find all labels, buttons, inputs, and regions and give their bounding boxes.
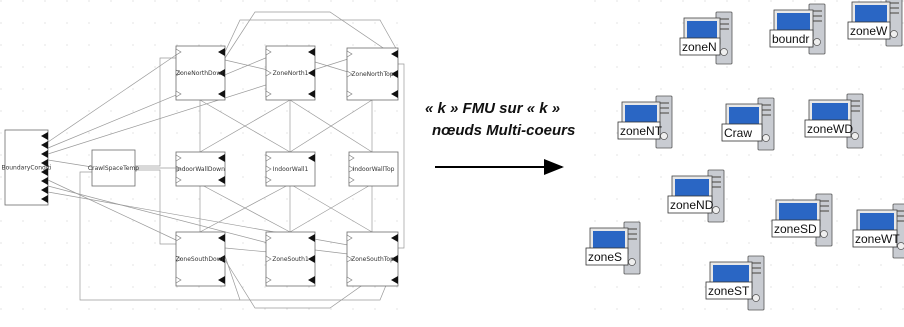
monitor-screen-icon	[779, 203, 817, 223]
computer-label: zoneWD	[807, 122, 853, 136]
output-port	[391, 70, 398, 78]
output-port	[41, 168, 48, 176]
block-iw1: IndoorWall1	[265, 151, 316, 187]
computer-label: zoneSD	[774, 222, 817, 236]
monitor-screen-icon	[675, 179, 709, 199]
monitor-screen-icon	[812, 103, 848, 123]
output-port	[308, 69, 315, 77]
output-port	[41, 186, 48, 194]
output-port	[41, 195, 48, 203]
output-port	[391, 50, 398, 58]
block-label: IndoorWallDown	[176, 166, 225, 173]
output-port	[218, 255, 225, 263]
computer-zoneWD: zoneWD	[804, 93, 864, 149]
computer-zoneWT: zoneWT	[852, 203, 904, 259]
fmu-distribution-text-line1: « k » FMU sur « k »	[425, 100, 560, 117]
computer-zoneN: zoneN	[679, 11, 733, 65]
block-zsd: ZoneSouthDown	[175, 231, 226, 287]
output-port	[391, 255, 398, 263]
block-label: BoundaryConditi	[1, 165, 51, 172]
output-port	[218, 154, 225, 162]
block-zst: ZoneSouthTop	[346, 231, 399, 287]
block-zs1: ZoneSouth1	[265, 231, 316, 287]
computer-zoneSD: zoneSD	[771, 193, 833, 247]
monitor-screen-icon	[593, 231, 625, 251]
output-port	[41, 177, 48, 185]
fmu-distribution-text-line2: nœuds Multi-coeurs	[432, 122, 575, 139]
block-zn1: ZoneNorth1	[265, 45, 316, 101]
computer-zoneS: zoneS	[585, 221, 641, 275]
output-port	[308, 48, 315, 56]
block-label: ZoneNorthTop	[351, 71, 393, 78]
output-port	[308, 154, 315, 162]
output-port	[41, 150, 48, 158]
block-label: IndoorWallTop	[353, 166, 395, 173]
block-label: CrawlSpaceTemp	[88, 165, 139, 172]
output-port	[308, 255, 315, 263]
monitor-screen-icon	[855, 5, 887, 25]
monitor-screen-icon	[777, 13, 810, 33]
computer-label: zoneS	[588, 250, 622, 264]
block-label: ZoneSouth1	[272, 256, 309, 263]
monitor-screen-icon	[729, 107, 759, 127]
output-port	[391, 276, 398, 284]
output-port	[308, 234, 315, 242]
block-boundary: BoundaryConditi	[1, 129, 52, 206]
block-znt: ZoneNorthTop	[346, 47, 399, 101]
computer-zoneNT: zoneNT	[617, 95, 673, 149]
computer-label: zoneN	[682, 40, 717, 54]
output-port	[218, 48, 225, 56]
monitor-screen-icon	[860, 213, 894, 233]
output-port	[391, 234, 398, 242]
computer-label: zoneND	[670, 198, 714, 212]
output-port	[218, 176, 225, 184]
computer-Craw: Craw	[721, 97, 775, 151]
computer-zoneST: zoneST	[705, 255, 765, 311]
block-label: ZoneSouthDown	[176, 256, 226, 263]
output-port	[308, 276, 315, 284]
output-port	[41, 159, 48, 167]
computer-nodes: zoneN boundr zoneW zoneNT Craw zoneWD zoneND zo…	[585, 0, 904, 311]
monitor-screen-icon	[687, 21, 717, 41]
model-blocks: BoundaryConditi CrawlSpaceTemp ZoneNorthDo…	[1, 45, 399, 287]
computer-label: zoneWT	[855, 232, 900, 246]
block-label: ZoneSouthTop	[351, 256, 394, 263]
block-crawl: CrawlSpaceTemp	[88, 149, 139, 187]
monitor-screen-icon	[713, 265, 749, 285]
block-label: ZoneNorthDown	[176, 70, 225, 77]
block-iwd: IndoorWallDown	[175, 151, 226, 187]
block-znd: ZoneNorthDown	[175, 45, 226, 101]
output-port	[308, 90, 315, 98]
output-port	[218, 69, 225, 77]
output-port	[218, 234, 225, 242]
computer-label: zoneST	[708, 284, 750, 298]
output-port	[41, 132, 48, 140]
computer-zoneW: zoneW	[847, 0, 903, 47]
output-port	[218, 90, 225, 98]
block-label: ZoneNorth1	[273, 70, 309, 77]
computer-label: Craw	[724, 126, 752, 140]
computer-label: zoneW	[850, 24, 888, 38]
output-port	[218, 276, 225, 284]
output-port	[41, 141, 48, 149]
monitor-screen-icon	[625, 105, 657, 125]
computer-boundr: boundr	[769, 3, 826, 55]
block-label: IndoorWall1	[273, 166, 309, 173]
output-port	[391, 90, 398, 98]
block-iwt: IndoorWallTop	[348, 151, 399, 187]
computer-zoneND: zoneND	[667, 169, 725, 223]
computer-label: boundr	[772, 32, 809, 46]
computer-label: zoneNT	[620, 124, 663, 138]
